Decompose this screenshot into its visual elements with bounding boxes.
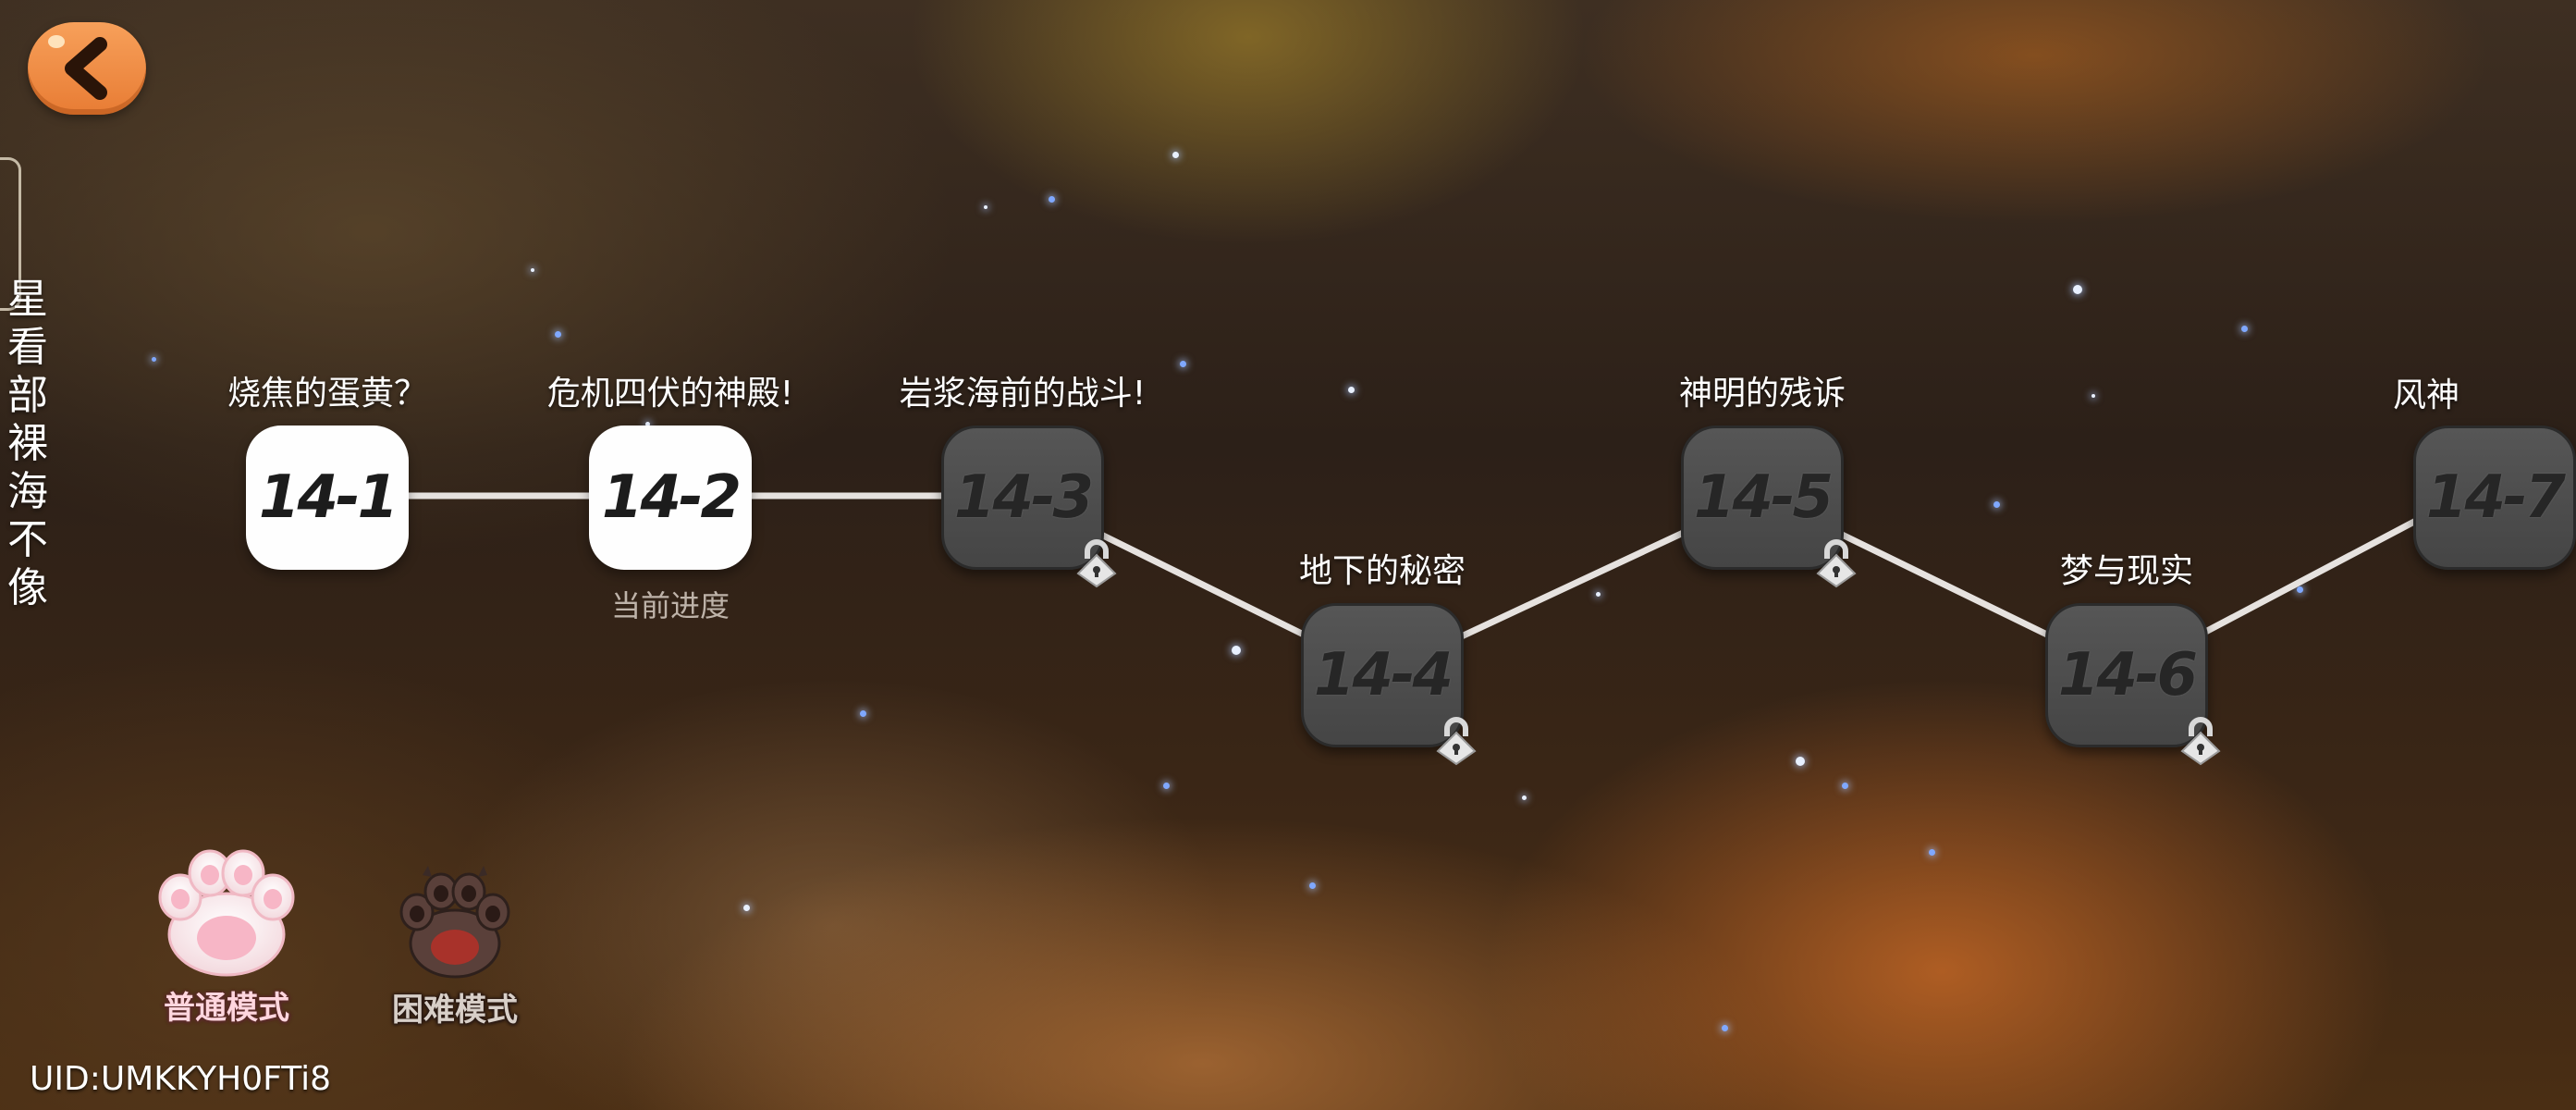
- level-14-2[interactable]: 危机四伏的神殿! 14-2 当前进度: [547, 375, 793, 623]
- star-decoration: [152, 357, 156, 362]
- star-decoration: [1596, 592, 1601, 597]
- button-shine: [48, 35, 65, 48]
- level-title: 地下的秘密: [1298, 552, 1466, 590]
- level-title: 危机四伏的神殿!: [546, 375, 794, 413]
- star-decoration: [1796, 757, 1805, 766]
- level-code: 14-3: [953, 463, 1094, 532]
- lock-icon: [2180, 717, 2221, 766]
- star-decoration: [2073, 285, 2082, 294]
- star-decoration: [531, 268, 534, 272]
- hard-mode-button[interactable]: 困难模式: [372, 866, 538, 1030]
- level-tile[interactable]: 14-5: [1681, 426, 1844, 570]
- level-14-7-clip: 14-7 风神: [2386, 352, 2576, 592]
- lock-icon: [1076, 539, 1117, 588]
- level-14-5[interactable]: 神明的残诉 14-5: [1679, 375, 1857, 588]
- star-decoration: [1993, 501, 2000, 508]
- star-decoration: [860, 710, 866, 717]
- level-14-6[interactable]: 梦与现实 14-6: [2045, 552, 2221, 766]
- star-decoration: [1842, 783, 1848, 789]
- paw-icon: [158, 849, 295, 977]
- lock-icon: [1436, 717, 1477, 766]
- level-code: 14-1: [258, 463, 399, 532]
- level-code: 14-6: [2057, 641, 2198, 709]
- side-panel-text: 星 看 部 裸 海 不 像: [7, 276, 48, 611]
- mode-label: 普通模式: [164, 990, 289, 1027]
- star-decoration: [1309, 882, 1316, 889]
- star-decoration: [2241, 326, 2248, 332]
- chevron-left-icon: [65, 37, 107, 100]
- level-title: 风神: [2393, 376, 2460, 414]
- star-decoration: [1172, 152, 1179, 158]
- level-tile[interactable]: 14-2: [589, 426, 752, 570]
- star-decoration: [984, 205, 987, 209]
- level-title: 神明的残诉: [1678, 375, 1846, 413]
- star-decoration: [1232, 646, 1241, 655]
- paw-icon: [399, 866, 510, 979]
- star-decoration: [2091, 394, 2095, 398]
- level-code: 14-5: [1693, 463, 1834, 532]
- level-tile[interactable]: 14-3: [941, 426, 1104, 570]
- current-progress-label: 当前进度: [610, 588, 730, 623]
- lock-icon: [1816, 539, 1857, 588]
- star-decoration: [743, 905, 750, 911]
- star-decoration: [1180, 361, 1186, 367]
- level-title: 岩浆海前的战斗!: [899, 375, 1147, 413]
- star-decoration: [1929, 849, 1935, 856]
- normal-mode-button[interactable]: 普通模式: [139, 842, 314, 1028]
- level-14-4[interactable]: 地下的秘密 14-4: [1299, 552, 1477, 766]
- level-tile[interactable]: 14-7: [2413, 426, 2576, 570]
- user-id-label: UID:UMKKYH0FTi8: [30, 1060, 331, 1098]
- mode-label: 困难模式: [392, 992, 518, 1029]
- star-decoration: [1049, 196, 1055, 203]
- level-title: 烧焦的蛋黄？: [227, 375, 428, 413]
- star-decoration: [2297, 586, 2303, 593]
- star-decoration: [1522, 796, 1527, 800]
- level-14-7[interactable]: 14-7: [2413, 426, 2576, 570]
- level-14-1[interactable]: 烧焦的蛋黄？ 14-1: [227, 375, 427, 570]
- level-code: 14-2: [601, 463, 742, 532]
- level-14-3[interactable]: 岩浆海前的战斗! 14-3: [900, 375, 1146, 588]
- star-decoration: [1722, 1025, 1728, 1031]
- level-tile[interactable]: 14-1: [246, 426, 409, 570]
- star-decoration: [1163, 783, 1170, 789]
- level-tile[interactable]: 14-6: [2045, 603, 2208, 747]
- back-button[interactable]: [28, 22, 146, 115]
- star-decoration: [1348, 387, 1355, 393]
- star-decoration: [555, 331, 561, 338]
- level-code: 14-4: [1313, 641, 1454, 709]
- level-code: 14-7: [2425, 463, 2566, 532]
- level-title: 梦与现实: [2059, 552, 2194, 590]
- star-decoration: [645, 422, 650, 426]
- side-panel[interactable]: [0, 157, 21, 311]
- level-tile[interactable]: 14-4: [1301, 603, 1464, 747]
